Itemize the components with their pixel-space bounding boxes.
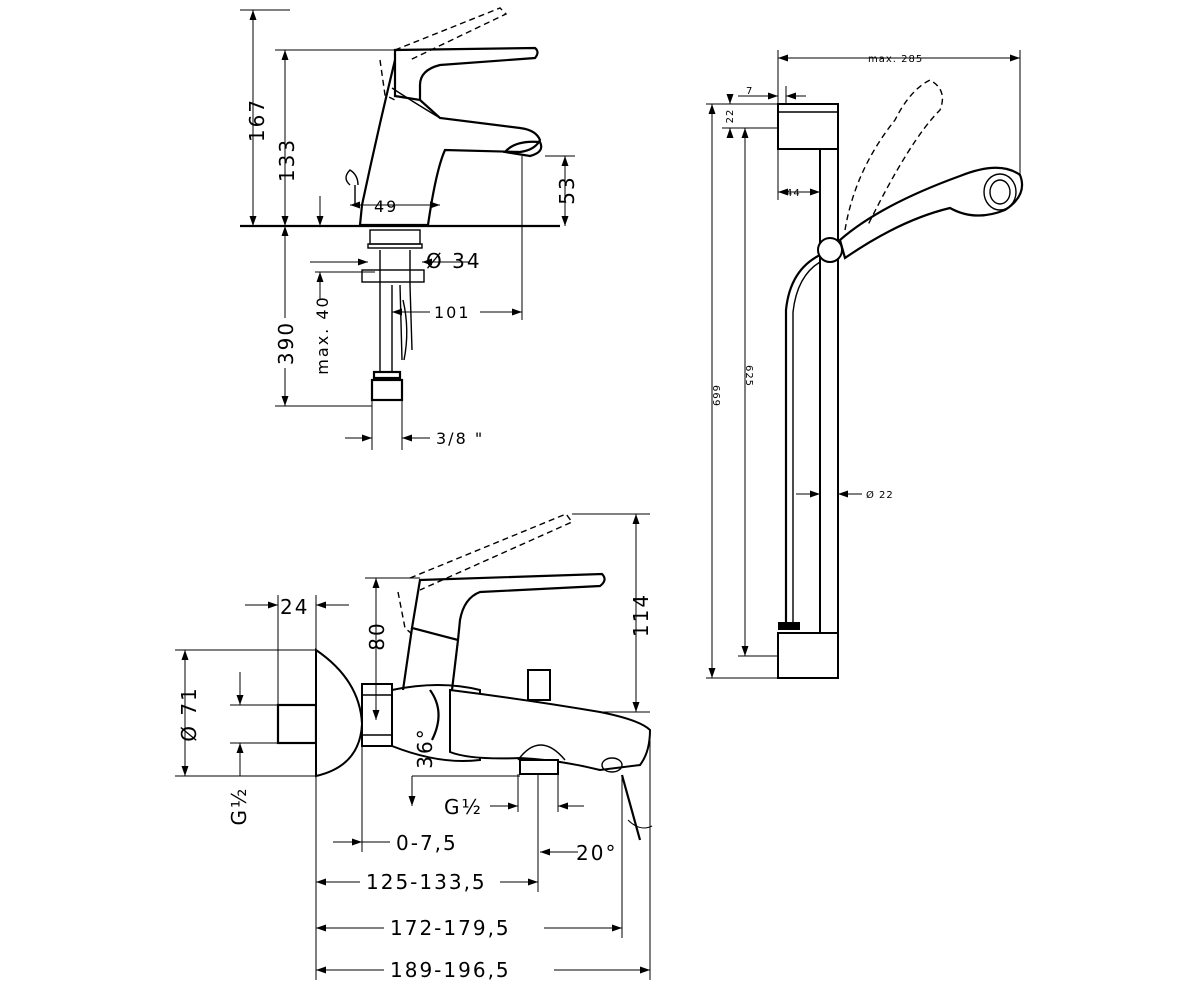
- bath-mixer-drawing: 24 80 114 Ø 71 G½ 36°: [175, 513, 653, 982]
- dim-body-width: 49: [374, 197, 398, 216]
- dim-escutcheon-depth: 24: [280, 595, 309, 619]
- dim-hose-length: 390: [274, 321, 298, 365]
- basin-mixer-drawing: 167 133 53 49 Ø 34 101 max. 40: [240, 7, 579, 450]
- dim-offset-range: 0-7,5: [396, 831, 458, 855]
- dim-max-width: max. 285: [868, 54, 923, 65]
- basin-mixer-outline: [240, 7, 560, 402]
- dim-angle-36: 36°: [413, 727, 437, 768]
- shower-set-drawing: max. 285 7 22 44 669 625: [706, 50, 1024, 679]
- dim-wall-thread: G½: [227, 787, 251, 826]
- bath-mixer-outline: [276, 513, 652, 778]
- dim-bar-diameter: Ø 22: [866, 489, 894, 501]
- dim-tail-diameter: Ø 34: [426, 249, 482, 273]
- dim-escutcheon-diameter: Ø 71: [177, 686, 201, 742]
- dim-height-total: 167: [245, 98, 269, 142]
- dim-bracket-depth: 44: [786, 188, 801, 199]
- dim-total-height: 114: [629, 593, 653, 637]
- dim-spout-angle: 20°: [576, 841, 617, 865]
- dim-lever-height: 80: [365, 621, 389, 650]
- dim-spout-reach: 101: [434, 303, 471, 322]
- dim-outlet-thread: G½: [444, 795, 483, 819]
- dim-spout-height: 53: [555, 175, 579, 204]
- dim-reach-2: 172-179,5: [390, 916, 511, 940]
- bath-mixer-dimensions: 24 80 114 Ø 71 G½ 36°: [175, 513, 653, 982]
- dim-connection: 3/8 ": [436, 429, 484, 448]
- dim-wall-offset: 7: [746, 86, 753, 97]
- dim-hole-spacing: 625: [743, 365, 754, 387]
- dim-height-spout-base: 133: [275, 138, 299, 182]
- dim-bar-length: 669: [710, 385, 721, 407]
- shower-set-outline: [777, 79, 1024, 679]
- basin-mixer-dimensions: 167 133 53 49 Ø 34 101 max. 40: [240, 9, 579, 450]
- dim-bracket-top: 22: [725, 109, 736, 124]
- dim-reach-1: 125-133,5: [366, 870, 487, 894]
- dim-reach-3: 189-196,5: [390, 958, 511, 982]
- shower-set-dimensions: max. 285 7 22 44 669 625: [706, 50, 1021, 679]
- dim-max-deck: max. 40: [313, 295, 332, 374]
